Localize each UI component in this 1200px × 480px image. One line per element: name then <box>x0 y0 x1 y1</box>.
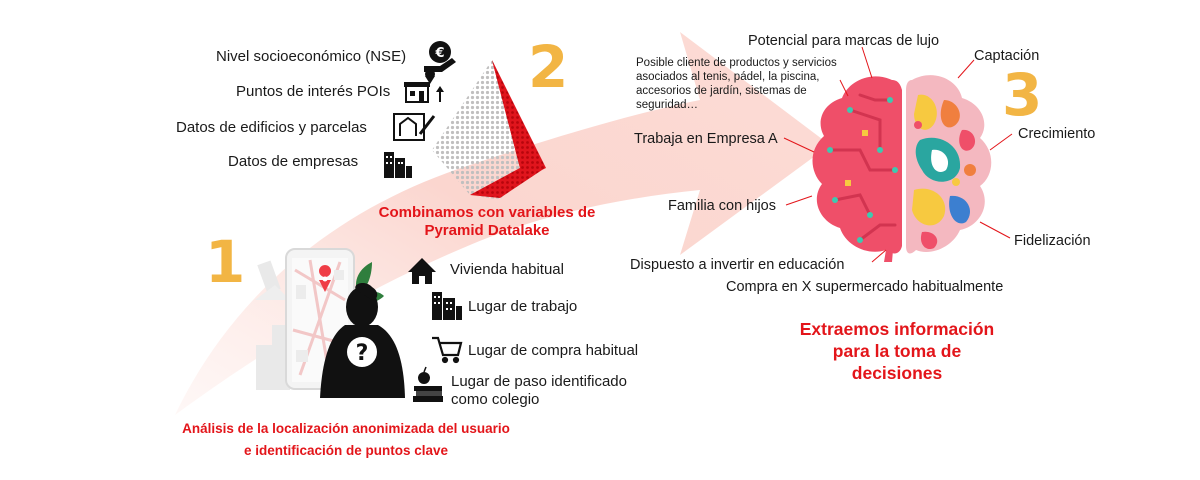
step3-caption: Extraemos información para la toma de de… <box>799 319 995 383</box>
point-label-work: Lugar de trabajo <box>468 298 578 315</box>
point-label-home: Vivienda habitual <box>450 261 564 278</box>
label-connector-lines <box>783 46 1013 263</box>
brain-color-blobs <box>912 94 976 250</box>
brain-illustration <box>812 75 992 262</box>
outcome-label-loyalty: Fidelización <box>1014 233 1091 249</box>
datalake-pyramid <box>432 60 546 200</box>
euro-coin-hand-icon: € <box>424 41 456 72</box>
point-label-shopping: Lugar de compra habitual <box>468 342 639 359</box>
insight-label-family: Familia con hijos <box>668 198 776 214</box>
step-number-2: 2 <box>528 33 569 101</box>
building-plan-icon <box>393 113 436 141</box>
step-number-1: 1 <box>205 228 246 296</box>
point-label-school: Lugar de paso identificado como colegio <box>451 373 627 408</box>
shopping-cart-icon <box>432 336 463 364</box>
step2-caption: Combinamos con variables de Pyramid Data… <box>378 204 596 239</box>
step1-caption: Análisis de la localización anonimizada … <box>182 421 510 458</box>
company-buildings-icon <box>384 152 412 178</box>
insight-label-luxury: Potencial para marcas de lujo <box>748 33 940 49</box>
outcome-label-acquisition: Captación <box>974 48 1040 64</box>
question-mark-icon: ? <box>347 337 377 367</box>
variable-label-pois: Puntos de interés POIs <box>236 83 391 100</box>
outcome-label-growth: Crecimiento <box>1018 126 1096 142</box>
variable-label-companies: Datos de empresas <box>228 153 359 170</box>
insight-label-work: Trabaja en Empresa A <box>634 131 778 147</box>
insight-label-possible-client: Posible cliente de productos y servicios… <box>636 57 837 111</box>
office-building-icon <box>432 292 462 320</box>
map-pin-icon <box>319 265 332 277</box>
flow-arrow <box>175 32 830 415</box>
smartphone-map <box>285 248 355 390</box>
svg-text:€: € <box>434 46 444 61</box>
insight-label-supermarket: Compra en X supermercado habitualmente <box>726 279 1004 295</box>
variable-label-nse: Nivel socioeconómico (NSE) <box>216 48 407 65</box>
variable-label-buildings: Datos de edificios y parcelas <box>176 119 367 136</box>
insight-label-education: Dispuesto a invertir en educación <box>630 257 845 273</box>
svg-text:?: ? <box>356 341 369 366</box>
step-number-3: 3 <box>1002 61 1043 129</box>
storefront-pin-icon <box>404 69 444 103</box>
books-apple-icon <box>413 366 443 402</box>
house-icon <box>408 258 436 284</box>
